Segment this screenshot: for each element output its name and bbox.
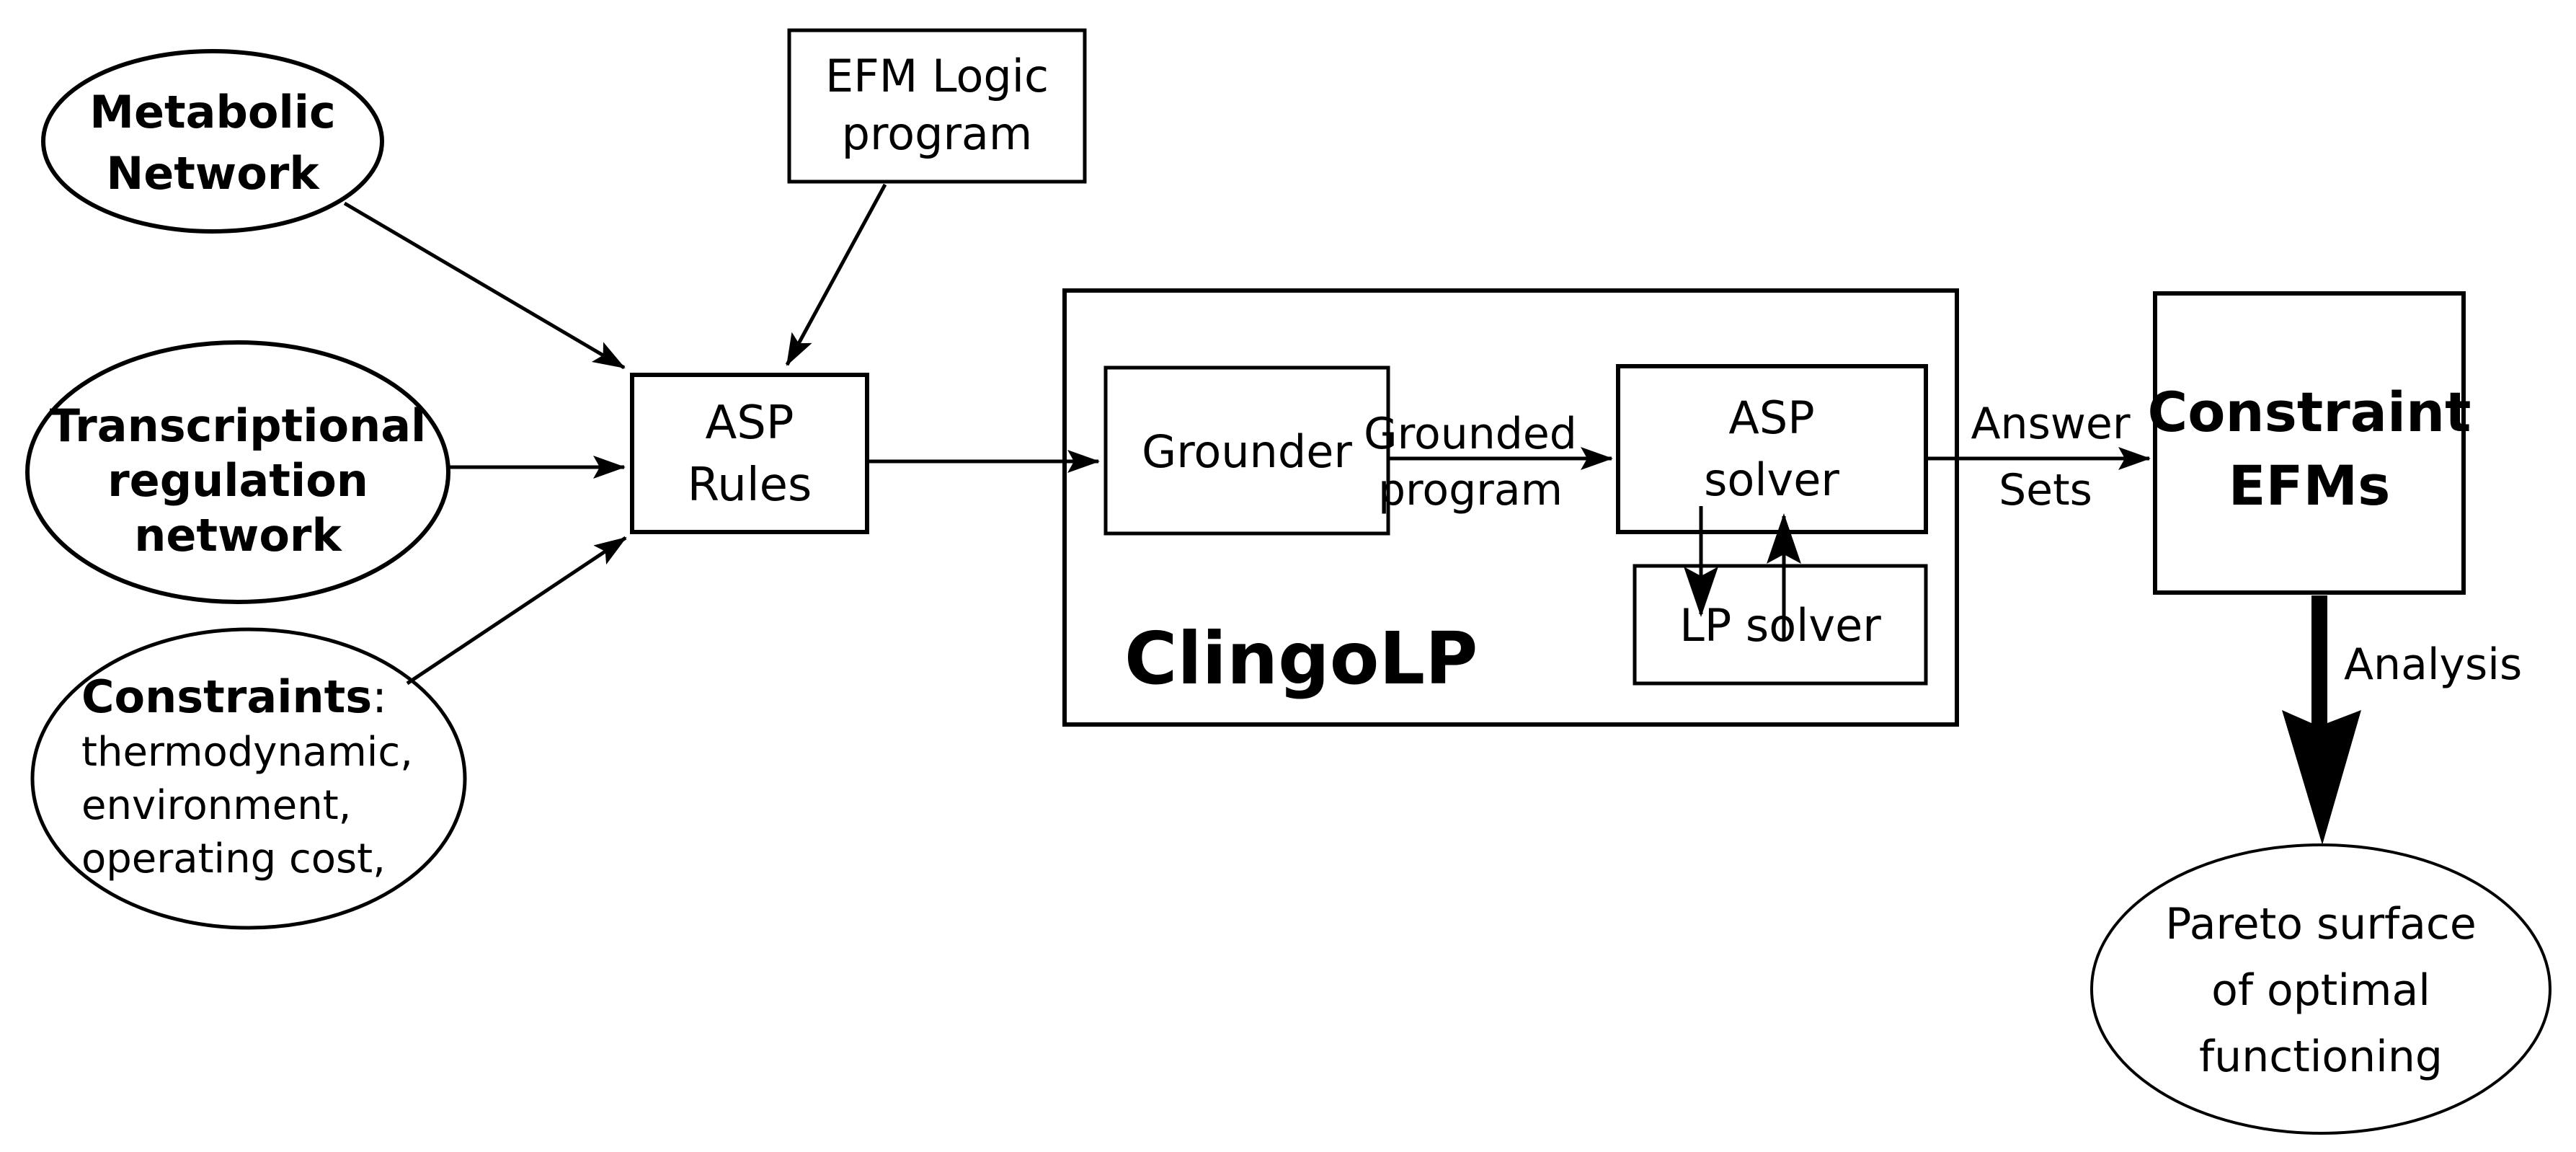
constraints-heading: Constraints: [81, 670, 387, 723]
transcriptional-network-label: Transcriptional [50, 399, 427, 452]
analysis-edge-label: Analysis [2344, 639, 2522, 690]
answer-sets-edge-label: Sets [1999, 465, 2092, 515]
constraints-item: environment, [81, 782, 351, 829]
clingolp-container [1062, 288, 1959, 727]
answer-sets-edge-label: Answer [1971, 399, 2131, 449]
pareto-surface-node [2090, 843, 2551, 1135]
transcriptional-network-label: regulation [107, 454, 368, 507]
metabolic-network-label: Network [106, 147, 320, 200]
pareto-surface-label: of optimal [2211, 965, 2430, 1016]
asp-solver-node [1616, 364, 1928, 534]
metabolic-network-node [41, 49, 384, 234]
transcriptional-network-node [25, 340, 450, 604]
asp-rules-node [630, 373, 869, 534]
constraints-item: thermodynamic, [81, 729, 413, 776]
metabolic-network-label: Metabolic [89, 86, 335, 138]
edge-analysis-thick-arrow [2282, 595, 2361, 845]
asp-rules-label: ASP [706, 396, 794, 450]
grounded-program-edge-label: program [1378, 465, 1563, 515]
constraint-efms-label: Constraint [2148, 380, 2471, 444]
efm-logic-program-label: EFM Logic [825, 50, 1049, 102]
transcriptional-network-label: network [134, 509, 342, 562]
edge-constraints-to-asp-rules [406, 536, 627, 686]
asp-solver-label: ASP [1728, 391, 1814, 444]
grounded-program-edge-label: Grounded [1364, 409, 1577, 459]
grounder-node [1103, 365, 1390, 536]
lp-solver-node [1633, 564, 1928, 686]
asp-solver-label: solver [1704, 453, 1839, 506]
pareto-surface-label: functioning [2199, 1032, 2443, 1082]
constraint-efms-label: EFMs [2229, 453, 2391, 518]
pareto-surface-label: Pareto surface [2165, 899, 2477, 949]
constraints-node [30, 627, 467, 930]
grounder-label: Grounder [1142, 425, 1352, 478]
constraints-item: operating cost, [81, 836, 386, 882]
edge-efm-logic-to-asp-rules [785, 183, 887, 366]
clingolp-label: ClingoLP [1124, 616, 1478, 701]
efm-logic-program-node [787, 28, 1087, 184]
efm-logic-program-label: program [842, 107, 1033, 160]
constraint-efms-node [2153, 291, 2466, 595]
asp-rules-label: Rules [688, 458, 812, 512]
lp-solver-label: LP solver [1679, 599, 1881, 652]
edge-metabolic-to-asp-rules [343, 201, 626, 370]
